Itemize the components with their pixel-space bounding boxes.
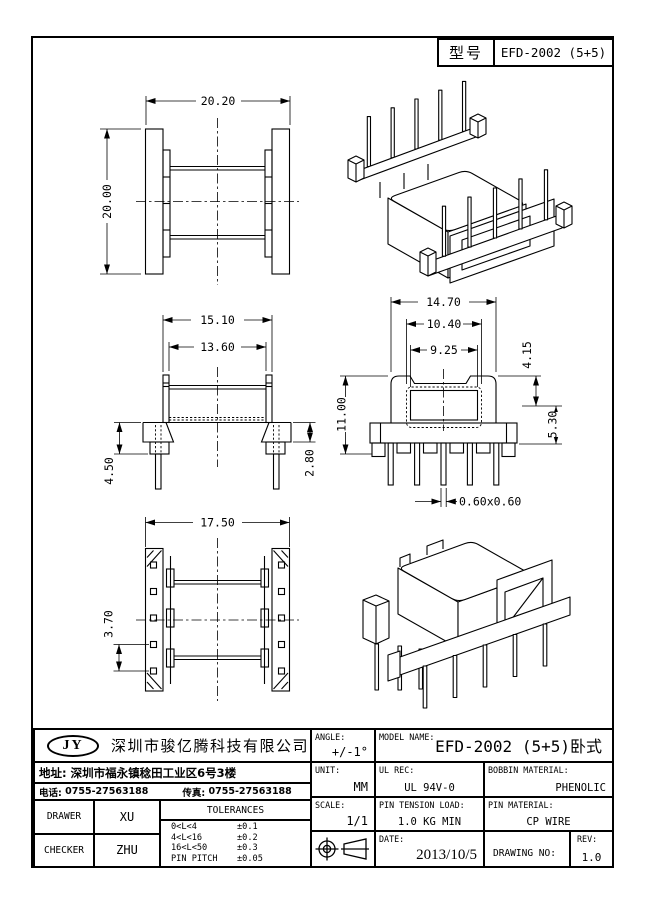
dim-end-outer: 14.70 <box>426 295 461 309</box>
dim-end-inner: 9.25 <box>430 343 458 357</box>
dim-front-pin-length: 4.50 <box>102 457 116 485</box>
role-column: DRAWER CHECKER <box>35 801 95 866</box>
title-block-left: JY 深圳市骏亿腾科技有限公司 地址: 深圳市福永镇稔田工业区6号3楼 电话: … <box>35 730 312 866</box>
scale-cell: SCALE: 1/1 <box>312 798 376 830</box>
dim-end-mid: 10.40 <box>427 317 462 331</box>
tolerances-title: TOLERANCES <box>161 801 310 821</box>
phone-row: 电话: 0755-27563188 传真: 0755-27563188 <box>35 784 310 801</box>
fax-label: 传真: <box>182 787 206 799</box>
tolerances-table: 0<L<4 ±0.1 4<L<16 ±0.2 16<L<50 ±0.3 PI <box>161 821 310 866</box>
fax-value: 0755-27563188 <box>208 786 292 797</box>
tolerance-range: 0<L<4 <box>171 822 197 832</box>
address-label: 地址: <box>39 765 67 780</box>
third-angle-projection-icon <box>315 837 369 861</box>
pin-material-label: PIN MATERIAL: <box>488 800 554 810</box>
dim-front-inner: 13.60 <box>200 340 235 354</box>
dim-end-window: 5.30 <box>546 411 560 439</box>
rev-label: REV: <box>577 834 598 844</box>
dim-top-height: 20.00 <box>100 184 114 219</box>
date-value: 2013/10/5 <box>416 847 477 863</box>
model-name-cell: MODEL NAME: EFD-2002 (5+5)卧式 <box>376 730 612 761</box>
drawing-no-cell: DRAWING NO: <box>485 832 571 866</box>
address-row: 地址: 深圳市福永镇稔田工业区6号3楼 <box>35 763 310 784</box>
phone-label: 电话: <box>39 787 62 799</box>
tolerance-range: 16<L<50 <box>171 843 208 854</box>
angle-cell: ANGLE: +/-1° <box>312 730 376 761</box>
tolerance-value: ±0.05 <box>237 853 263 864</box>
view-end: 14.70 10.40 9.25 11.00 4.15 <box>335 295 563 509</box>
bobbin-material-cell: BOBBIN MATERIAL: PHENOLIC <box>485 763 612 796</box>
address-value: 深圳市福永镇稔田工业区6号3楼 <box>70 765 237 780</box>
bobbin-material-label: BOBBIN MATERIAL: <box>488 765 569 775</box>
scale-value: 1/1 <box>346 814 368 828</box>
bobbin-material-value: PHENOLIC <box>555 782 606 794</box>
title-block-right: ANGLE: +/-1° MODEL NAME: EFD-2002 (5+5)卧… <box>312 730 612 866</box>
company-logo: JY <box>47 734 99 757</box>
scale-label: SCALE: <box>315 800 346 810</box>
tolerance-range: PIN PITCH <box>171 853 218 864</box>
model-name-label: MODEL NAME: <box>379 732 435 742</box>
unit-cell: UNIT: MM <box>312 763 376 796</box>
model-number-box: 型号 EFD-2002 (5+5) <box>437 38 614 67</box>
dim-end-top: 4.15 <box>520 341 534 369</box>
tolerance-value: ±0.1 <box>237 822 258 832</box>
unit-value: MM <box>353 780 368 794</box>
view-iso-top <box>347 80 573 284</box>
tolerance-range: 4<L<16 <box>171 832 203 843</box>
view-front: 15.10 13.60 4.50 2.80 <box>102 313 317 490</box>
angle-label: ANGLE: <box>315 732 346 742</box>
pin-material-cell: PIN MATERIAL: CP WIRE <box>485 798 612 830</box>
title-block: JY 深圳市骏亿腾科技有限公司 地址: 深圳市福永镇稔田工业区6号3楼 电话: … <box>33 728 614 868</box>
model-name-value: EFD-2002 (5+5)卧式 <box>435 737 602 756</box>
tolerances-column: TOLERANCES 0<L<4 ±0.1 4<L<16 ±0.2 16<L<5… <box>161 801 310 866</box>
company-name: 深圳市骏亿腾科技有限公司 <box>111 737 310 755</box>
rev-value: 1.0 <box>581 851 602 864</box>
tolerance-value: ±0.3 <box>237 843 258 854</box>
date-cell: DATE: 2013/10/5 <box>376 832 485 866</box>
projection-symbol-cell <box>312 832 376 866</box>
name-column: XU ZHU <box>95 801 161 866</box>
drawer-label: DRAWER <box>35 801 93 835</box>
ul-label: UL REC: <box>379 765 415 775</box>
drawing-no-label: DRAWING NO: <box>493 848 556 859</box>
ul-value: UL 94V-0 <box>404 782 455 794</box>
signatures-section: DRAWER CHECKER XU ZHU TOLERANCES 0<L<4 ±… <box>35 801 310 866</box>
unit-label: UNIT: <box>315 765 341 775</box>
model-value: EFD-2002 (5+5) <box>500 45 607 60</box>
view-top: 20.20 20.00 <box>100 94 299 285</box>
rev-cell: REV: 1.0 <box>571 832 612 866</box>
drawer-name: XU <box>95 801 159 835</box>
tolerance-value: ±0.2 <box>237 832 258 843</box>
date-label: DATE: <box>379 834 405 844</box>
dim-front-outer: 15.10 <box>200 313 235 327</box>
dim-bottom-length: 17.50 <box>200 516 235 530</box>
pin-tension-label: PIN TENSION LOAD: <box>379 800 465 810</box>
ul-cell: UL REC: UL 94V-0 <box>376 763 485 796</box>
tolerance-row: 4<L<16 ±0.2 <box>171 833 310 844</box>
tolerance-row: 0<L<4 ±0.1 <box>171 822 310 833</box>
pin-tension-value: 1.0 KG MIN <box>397 816 462 828</box>
view-bottom: 17.50 3.70 <box>102 516 299 701</box>
model-label: 型号 <box>439 40 495 65</box>
dim-bottom-pitch: 3.70 <box>102 610 116 638</box>
dim-end-pin-size: 0.60x0.60 <box>459 495 521 509</box>
tolerance-row: PIN PITCH ±0.05 <box>171 854 310 865</box>
phone-value: 0755-27563188 <box>65 786 149 797</box>
dim-top-width: 20.20 <box>201 94 236 108</box>
pin-material-value: CP WIRE <box>526 816 571 828</box>
checker-label: CHECKER <box>43 844 85 856</box>
dim-end-height: 11.00 <box>335 397 349 432</box>
tolerance-row: 16<L<50 ±0.3 <box>171 843 310 854</box>
view-iso-bottom <box>362 539 571 709</box>
angle-value: +/-1° <box>331 745 368 759</box>
dim-front-base-height: 2.80 <box>303 449 317 477</box>
company-row: JY 深圳市骏亿腾科技有限公司 <box>35 730 310 763</box>
pin-tension-cell: PIN TENSION LOAD: 1.0 KG MIN <box>376 798 485 830</box>
checker-name: ZHU <box>116 843 138 858</box>
